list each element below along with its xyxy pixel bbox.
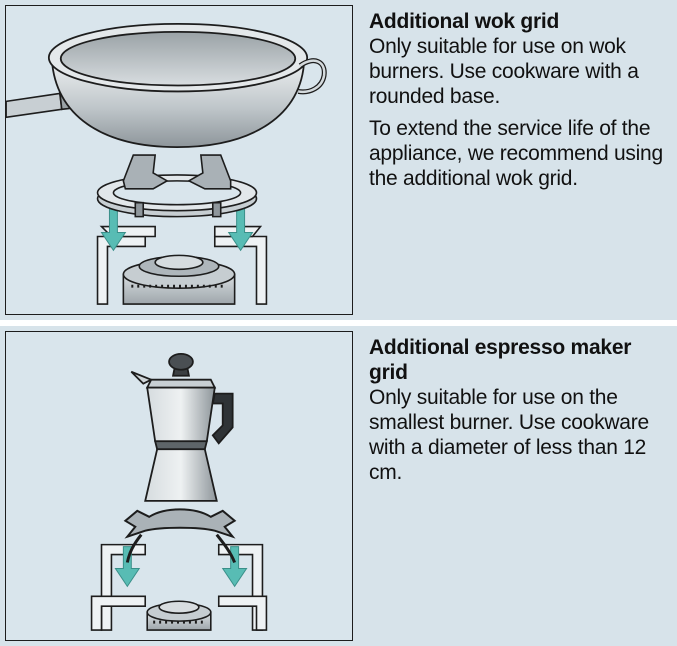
wok-grid-paragraph: To extend the service life of the applia… [369,117,663,190]
wok-illustration-svg [6,22,327,305]
wok-burner [122,254,236,305]
espresso-grid-illustration [5,331,353,641]
wok-grid-text: Additional wok grid Only suitable for us… [369,9,669,198]
wok-grid-section: Additional wok grid Only suitable for us… [0,0,677,320]
espresso-grid-text: Additional espresso maker grid Only suit… [369,335,669,492]
pan-support [90,543,268,631]
espresso-grid [123,508,237,564]
espresso-grid-paragraph: Only suitable for use on the smallest bu… [369,386,649,484]
wok-grid-illustration [5,5,353,315]
wok-ring [96,154,258,218]
espresso-maker [130,352,234,502]
wok-pan [47,22,327,148]
espresso-illustration-svg [90,352,268,631]
espresso-grid-section: Additional espresso maker grid Only suit… [0,326,677,646]
small-burner [146,600,212,631]
wok-grid-paragraph: Only suitable for use on wok burners. Us… [369,35,639,108]
espresso-grid-heading: Additional espresso maker grid [369,336,632,384]
wok-grid-heading: Additional wok grid [369,10,560,33]
